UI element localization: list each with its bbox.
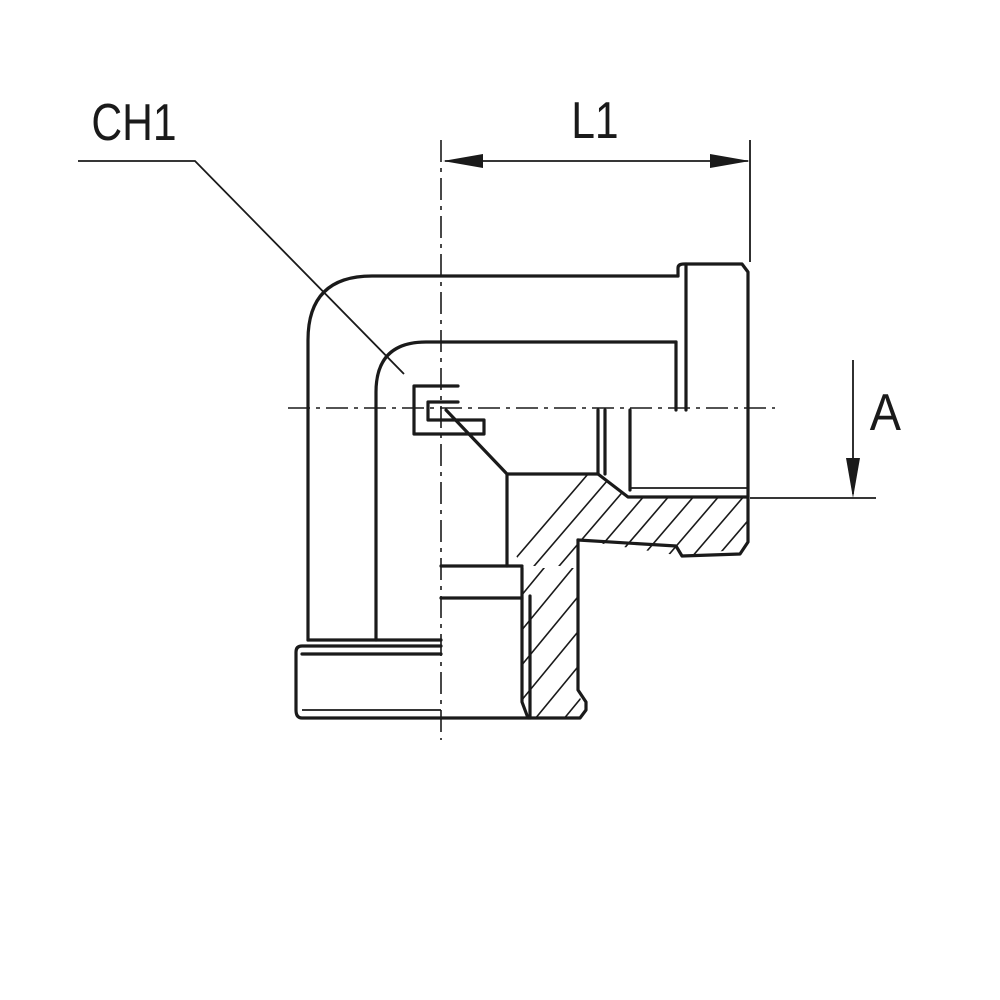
section-hatching (507, 474, 748, 718)
ch1-leader-line (78, 160, 405, 375)
dimension-a: A (750, 360, 901, 499)
ch1-label: CH1 (91, 94, 176, 152)
l1-arrow-left (443, 154, 483, 168)
right-port-flange (676, 262, 750, 500)
dimension-l1: L1 (443, 92, 751, 262)
a-arrow-down (846, 458, 860, 498)
inner-elbow-edge (374, 340, 678, 642)
l1-arrow-right (710, 154, 750, 168)
l1-label: L1 (571, 92, 618, 150)
bottom-port-outline (520, 538, 588, 720)
right-boss-outline (576, 496, 750, 558)
section-marker-symbol (412, 384, 486, 436)
a-label: A (870, 384, 901, 442)
right-port-bore (596, 408, 750, 499)
ch1-callout: CH1 (78, 94, 405, 375)
fitting-body (294, 262, 750, 720)
hatch-bottom-area (522, 568, 586, 718)
bottom-flange (294, 644, 530, 720)
